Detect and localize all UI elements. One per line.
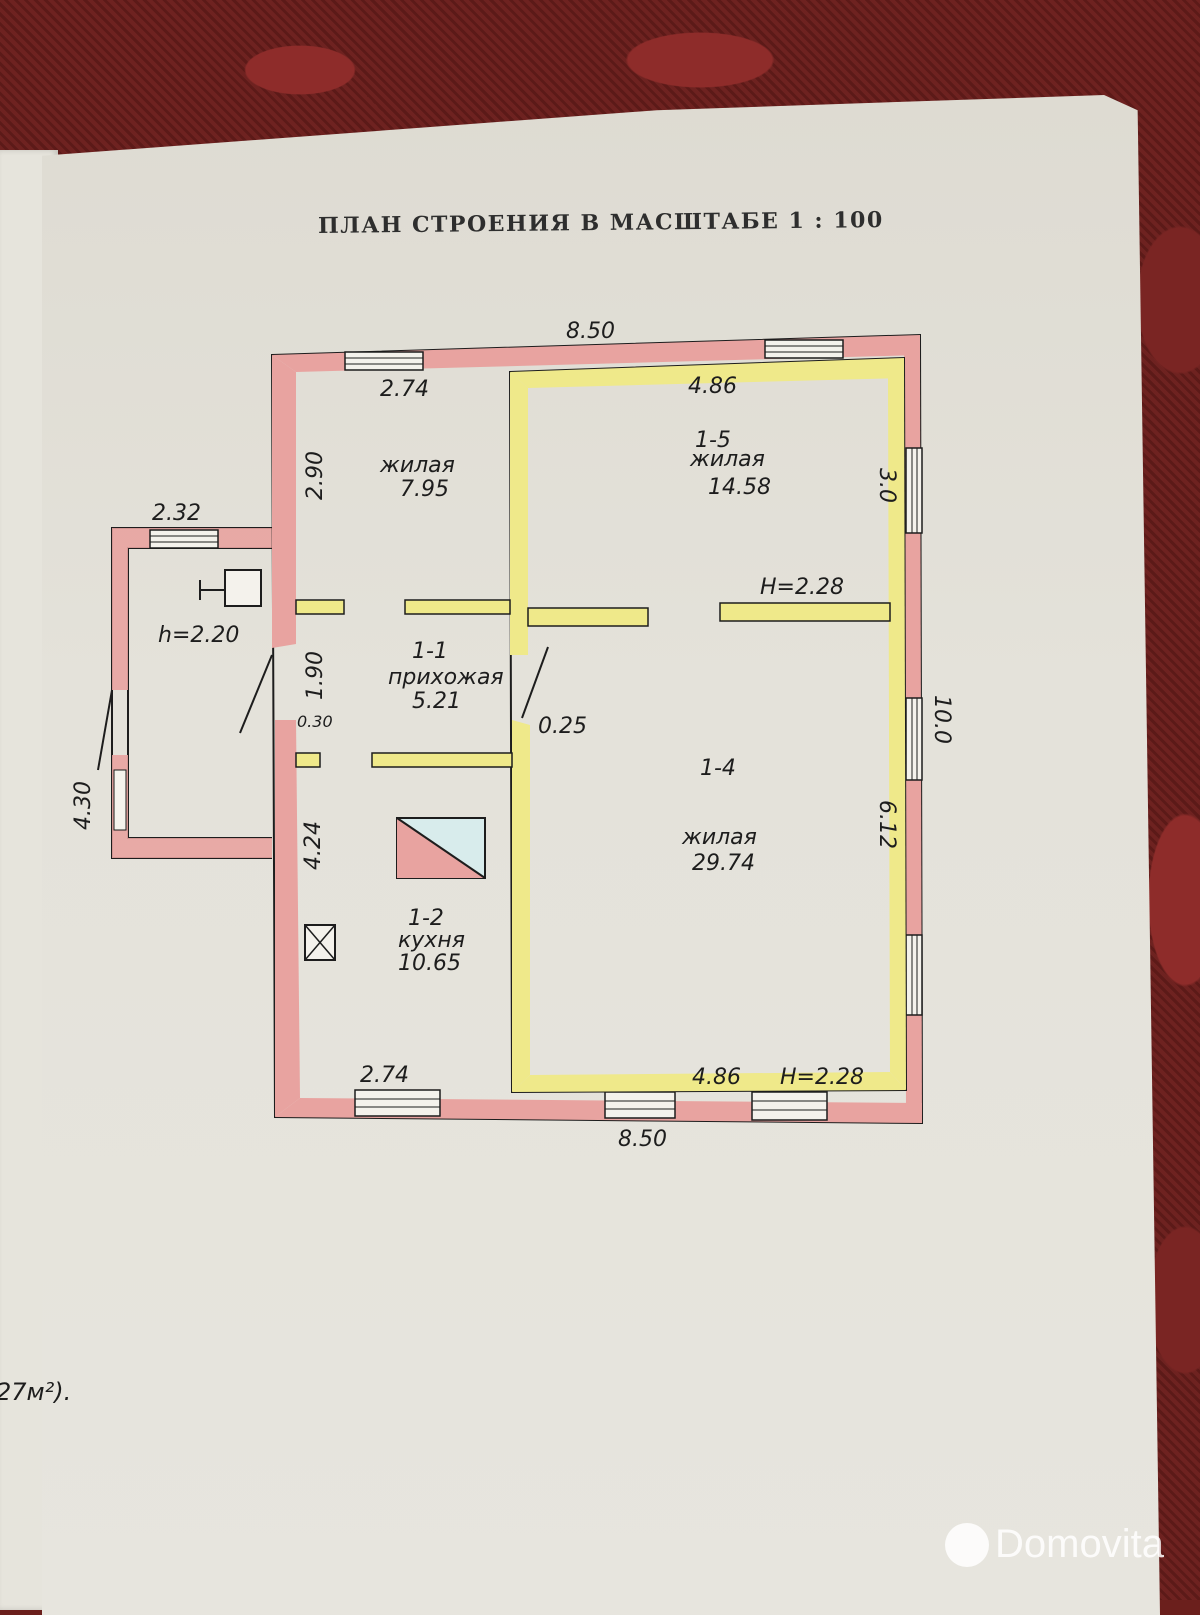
dim-left-upper-height: 2.90 [303,451,328,500]
chimney-icon [304,924,336,961]
watermark-logo-icon [945,1522,989,1567]
room-7-95-area: 7.95 [400,477,449,502]
dim-hall-width: 1.90 [303,651,328,700]
room-1-2-area: 10.65 [398,951,461,976]
watermark: Domovita [945,1522,1164,1567]
stove-icon [396,817,486,879]
room-1-1-area: 5.21 [412,689,461,714]
dim-porch-height: 4.30 [71,781,96,830]
main-mid-ceiling-height: H=2.28 [760,575,844,600]
room-1-1-code: 1-1 [412,639,448,664]
outer-walls [270,333,924,1125]
main-bottom-ceiling-height: H=2.28 [780,1065,864,1090]
room-1-5-name: жилая [689,447,765,472]
dim-bottom-left-room: 2.74 [360,1063,409,1088]
room-1-4-name: жилая [681,825,757,850]
dim-wall-thickness-b: 0.25 [538,714,587,739]
dim-wall-thickness-a: 0.30 [297,712,333,731]
watermark-text: Domovita [995,1522,1164,1566]
dim-top-right-room: 4.86 [688,374,737,399]
room-7-95-name: жилая [379,453,455,478]
dim-right-total-height: 10.0 [929,695,954,744]
room-1-5-area: 14.58 [708,475,771,500]
dim-porch-width: 2.32 [152,501,201,526]
room-1-4-code: 1-4 [700,756,736,781]
room-1-2-code: 1-2 [408,906,444,931]
room-1-1-name: прихожая [388,665,504,690]
dim-bottom-right-room: 4.86 [692,1065,741,1090]
room-1-4-area: 29.74 [692,851,755,876]
porch-fixture [199,569,262,607]
dim-top-total: 8.50 [566,319,615,344]
dim-kitchen-height: 4.24 [301,821,326,870]
porch-ceiling-height: h=2.20 [158,623,239,648]
dim-bottom-total: 8.50 [618,1127,667,1152]
room-1-2-name: кухня [398,928,465,953]
dim-top-left-room: 2.74 [380,377,429,402]
porch-walls [97,527,272,859]
dim-right-lower-height: 6.12 [874,800,899,849]
dim-right-upper-height: 3.0 [874,468,899,503]
room-1-5-code: 1-5 [695,428,731,453]
page-edge-note: 27м²). [0,1378,72,1406]
inner-walls [239,356,908,1094]
